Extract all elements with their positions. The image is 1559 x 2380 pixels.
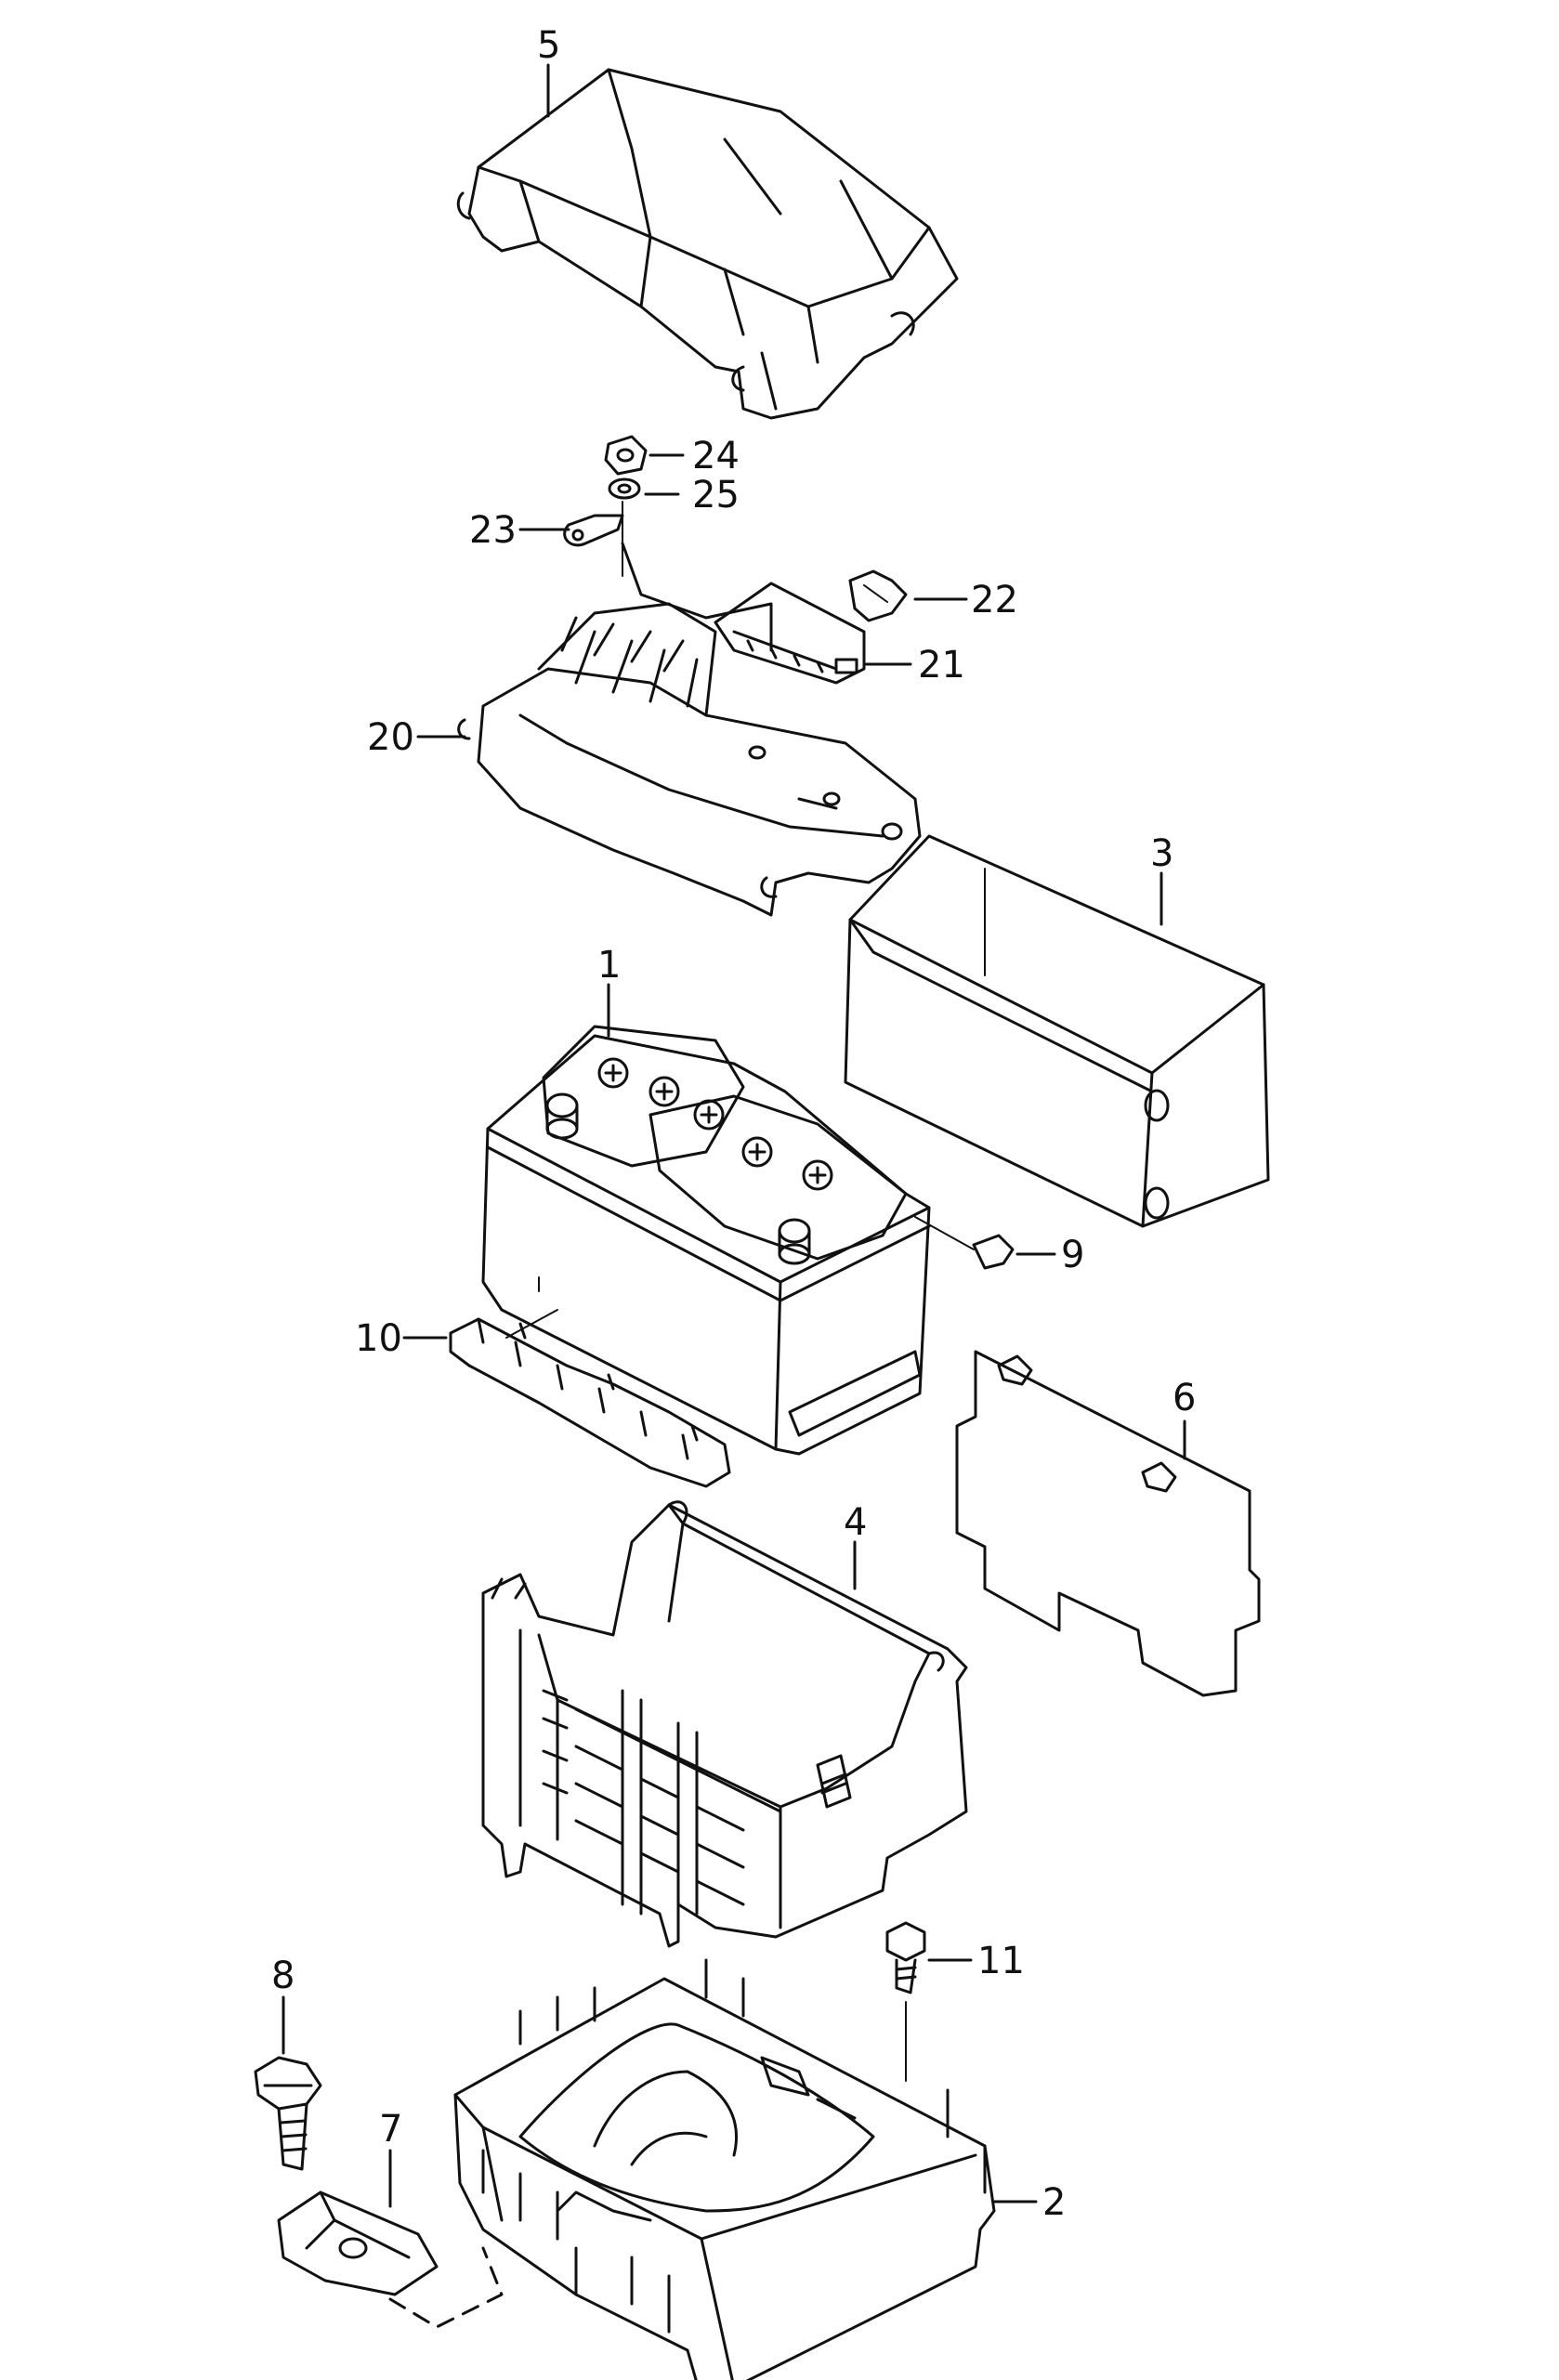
- fuse-carrier-part-20: [457, 542, 922, 917]
- callout-5: 5: [537, 24, 560, 67]
- callout-10: 10: [355, 1317, 402, 1360]
- clamp-plate-part-7: [277, 2150, 439, 2296]
- bolt-part-8: [254, 1996, 322, 2171]
- callout-21: 21: [918, 644, 965, 687]
- callout-8: 8: [271, 1955, 295, 1997]
- washer-part-25: [608, 477, 641, 500]
- callout-3: 3: [1150, 832, 1173, 875]
- battery-cover-part-5: [456, 68, 959, 420]
- alignment-dashed-line: [388, 2246, 504, 2329]
- bolt-part-11: [885, 1921, 926, 2082]
- hold-down-strip-part-10: [449, 1309, 731, 1488]
- fuse-part-22: [848, 569, 908, 622]
- leader-lines: [282, 63, 1186, 2208]
- heat-shield-panel-part-6: [955, 1350, 1261, 1697]
- callout-9: 9: [1061, 1234, 1084, 1276]
- callout-2: 2: [1042, 2181, 1066, 2224]
- callout-11: 11: [977, 1940, 1025, 1982]
- callout-23: 23: [469, 509, 517, 552]
- insulation-sleeve-part-3: [844, 834, 1270, 1228]
- callout-6: 6: [1173, 1377, 1196, 1419]
- plug-part-9: [914, 1216, 1015, 1270]
- callout-20: 20: [367, 716, 414, 759]
- battery-base-part-2: [453, 1958, 996, 2380]
- nut-part-24: [604, 435, 648, 476]
- callout-4: 4: [844, 1501, 867, 1544]
- fuse-holder-part-21: [714, 582, 866, 685]
- battery-tray-part-4: [481, 1500, 968, 1948]
- battery-part-1: [481, 1025, 931, 1456]
- callout-7: 7: [379, 2108, 402, 2151]
- callout-22: 22: [971, 579, 1018, 621]
- callout-labels: 5 24 25 23 22 21 20 3 1 9 10 6 4 8 7 11 …: [271, 24, 1196, 2224]
- bracket-part-23: [563, 501, 624, 577]
- callout-24: 24: [692, 435, 740, 477]
- callout-25: 25: [692, 474, 740, 517]
- callout-1: 1: [597, 944, 621, 987]
